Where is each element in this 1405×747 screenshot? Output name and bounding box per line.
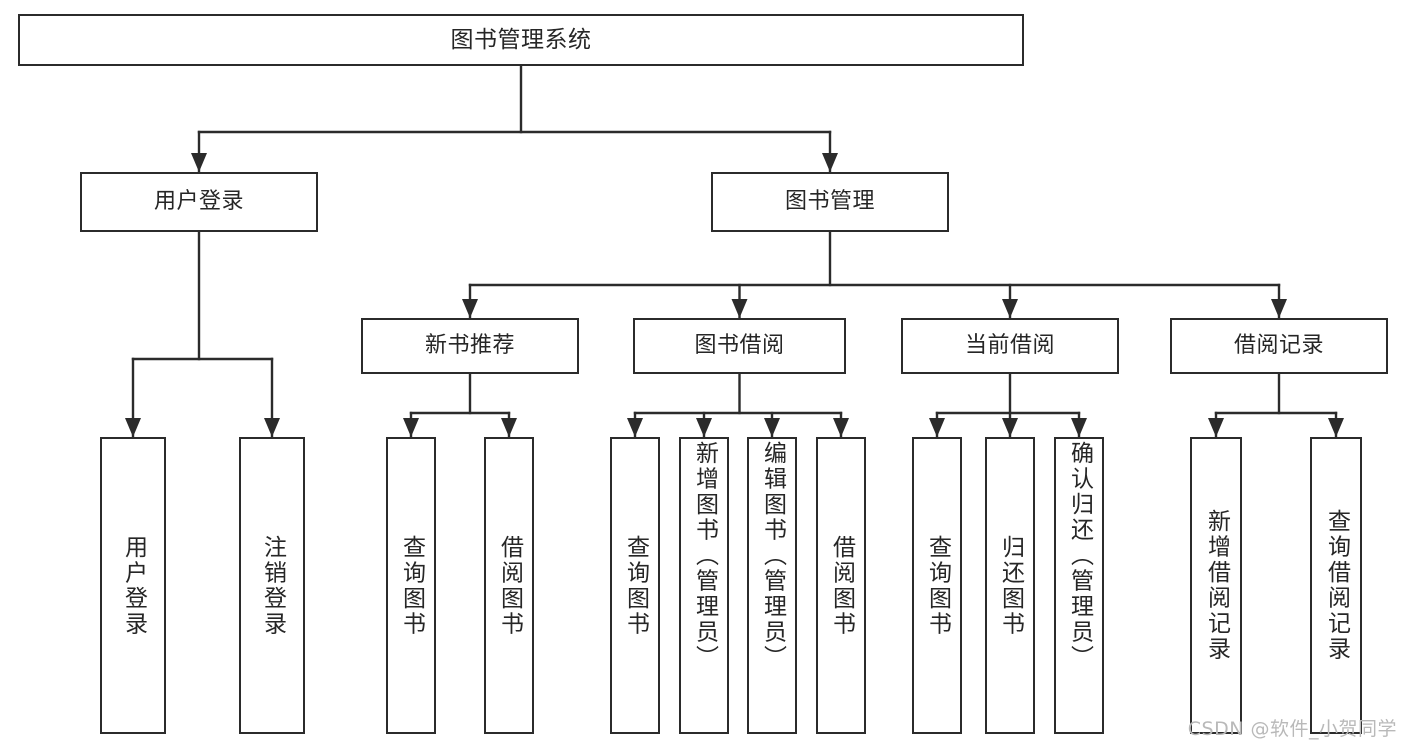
node-label: 借阅记录 [1233,333,1324,359]
node-l-bo-query: 查询图书 [610,437,660,734]
node-l-logout: 注销登录 [239,437,305,734]
node-bookmgmt: 图书管理 [711,172,949,232]
watermark: CSDN @软件_小贺同学 [1187,718,1397,740]
node-label: 注销登录 [259,534,286,637]
arrowhead-icon [696,418,712,437]
node-l-nb-borrow: 借阅图书 [484,437,534,734]
node-label: 图书管理 [784,189,875,215]
node-label: 图书管理系统 [450,26,592,53]
arrowhead-icon [833,418,849,437]
node-label: 新书推荐 [424,333,515,359]
node-l-cu-return: 归还图书 [985,437,1035,734]
node-l-re-add: 新增借阅记录 [1190,437,1242,734]
node-label: 查询图书 [398,534,425,637]
node-label: 借阅图书 [828,534,855,637]
arrowhead-icon [627,418,643,437]
node-records: 借阅记录 [1170,318,1388,374]
node-label: 图书借阅 [694,333,785,359]
node-l-login: 用户登录 [100,437,166,734]
arrowhead-icon [1002,418,1018,437]
node-l-bo-edit: 编辑图书（管理员） [747,437,797,734]
node-l-bo-lend: 借阅图书 [816,437,866,734]
node-l-nb-query: 查询图书 [386,437,436,734]
node-label: 新增借阅记录 [1203,509,1230,662]
node-label: 借阅图书 [496,534,523,637]
node-l-cu-query: 查询图书 [912,437,962,734]
node-l-cu-confirm: 确认归还（管理员） [1054,437,1104,734]
node-login: 用户登录 [80,172,318,232]
node-newbook: 新书推荐 [361,318,579,374]
node-label: 编辑图书（管理员） [759,441,786,671]
arrowhead-icon [264,418,280,437]
node-l-re-query: 查询借阅记录 [1310,437,1362,734]
node-current: 当前借阅 [901,318,1119,374]
arrowhead-icon [929,418,945,437]
arrowhead-icon [1208,418,1224,437]
node-label: 用户登录 [153,189,244,215]
node-label: 查询图书 [622,534,649,637]
arrowhead-icon [403,418,419,437]
arrowhead-icon [1071,418,1087,437]
arrowhead-icon [822,153,838,172]
node-label: 确认归还（管理员） [1066,441,1093,671]
node-label: 用户登录 [120,534,147,637]
node-root: 图书管理系统 [18,14,1024,66]
arrowhead-icon [1271,299,1287,318]
node-label: 当前借阅 [964,333,1055,359]
node-label: 查询借阅记录 [1323,509,1350,662]
arrowhead-icon [731,299,748,318]
arrowhead-icon [191,153,207,172]
arrowhead-icon [501,418,517,437]
node-label: 归还图书 [997,534,1024,637]
node-label: 查询图书 [924,534,951,637]
node-l-bo-add: 新增图书（管理员） [679,437,729,734]
node-label: 新增图书（管理员） [691,441,718,671]
arrowhead-icon [462,299,478,318]
arrowhead-icon [125,418,141,437]
arrowhead-icon [1002,299,1018,318]
arrowhead-icon [1328,418,1344,437]
node-borrow: 图书借阅 [633,318,846,374]
arrowhead-icon [764,418,780,437]
